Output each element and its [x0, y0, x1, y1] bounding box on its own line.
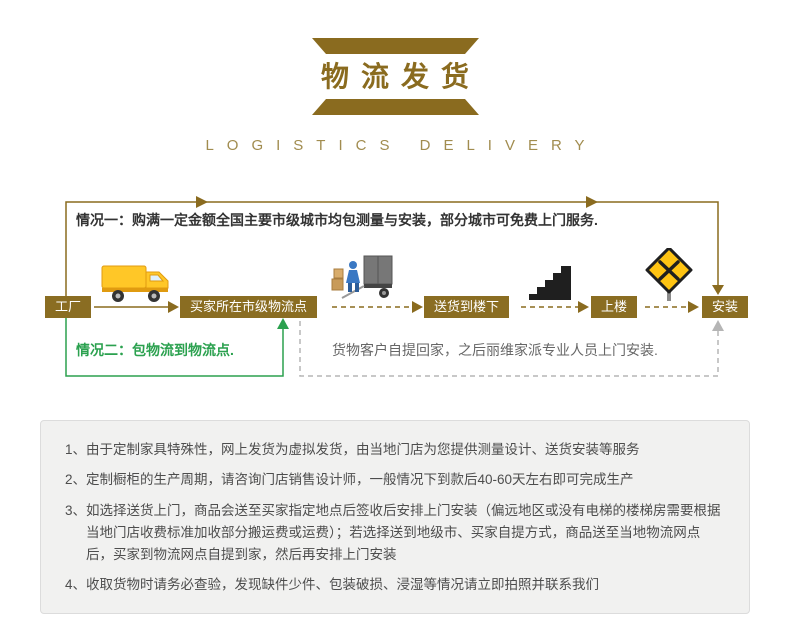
note-item-1: 1、 由于定制家具特殊性，网上发货为虚拟发货，由当地门店为您提供测量设计、送货安… [65, 439, 725, 461]
node-logistics-point: 买家所在市级物流点 [180, 296, 318, 318]
stairs-icon [527, 260, 573, 307]
note-text: 定制橱柜的生产周期，请咨询门店销售设计师，一般情况下到款后40-60天左右即可完… [86, 472, 634, 488]
note-item-2: 2、 定制橱柜的生产周期，请咨询门店销售设计师，一般情况下到款后40-60天左右… [65, 469, 725, 491]
node-install: 安装 [702, 296, 749, 318]
self-pickup-text: 货物客户自提回家，之后丽维家派专业人员上门安装. [332, 342, 658, 358]
section-title: 物流发货 [320, 61, 481, 92]
note-number: 3、 [65, 502, 87, 518]
trapezoid-top-decoration [311, 38, 479, 54]
node-deliver-downstairs: 送货到楼下 [424, 296, 510, 318]
section-subtitle: LOGISTICS DELIVERY [205, 137, 598, 154]
section-header: 物流发货 LOGISTICS DELIVERY [0, 0, 790, 154]
loading-icon [330, 252, 396, 307]
delivery-flow-diagram: 情况一：购满一定金额全国主要市级城市均包测量与安装，部分城市可免费上门服务. 工… [0, 190, 790, 390]
note-text: 如选择送货上门，商品会送至买家指定地点后签收后安排上门安装（偏远地区或没有电梯的… [86, 502, 721, 563]
note-item-4: 4、 收取货物时请务必查验，发现缺件少件、包装破损、浸湿等情况请立即拍照并联系我… [65, 574, 725, 596]
note-text: 收取货物时请务必查验，发现缺件少件、包装破损、浸湿等情况请立即拍照并联系我们 [86, 577, 600, 593]
flow-lines [65, 196, 724, 377]
note-number: 4、 [65, 577, 87, 593]
note-number: 1、 [65, 442, 87, 457]
note-number: 2、 [65, 472, 87, 488]
roadwork-sign-icon [645, 246, 693, 307]
note-text: 由于定制家具特殊性，网上发货为虚拟发货，由当地门店为您提供测量设计、送货安装等服… [86, 442, 640, 457]
truck-icon [98, 260, 176, 311]
trapezoid-bottom-decoration [311, 99, 479, 115]
node-go-upstairs: 上楼 [591, 296, 638, 318]
node-factory: 工厂 [45, 296, 92, 318]
note-item-3: 3、 如选择送货上门，商品会送至买家指定地点后签收后安排上门安装（偏远地区或没有… [65, 500, 725, 567]
case1-text: 情况一：购满一定金额全国主要市级城市均包测量与安装，部分城市可免费上门服务. [76, 212, 598, 228]
notes-panel: 1、 由于定制家具特殊性，网上发货为虚拟发货，由当地门店为您提供测量设计、送货安… [40, 420, 750, 614]
case2-text: 情况二：包物流到物流点. [76, 342, 234, 358]
